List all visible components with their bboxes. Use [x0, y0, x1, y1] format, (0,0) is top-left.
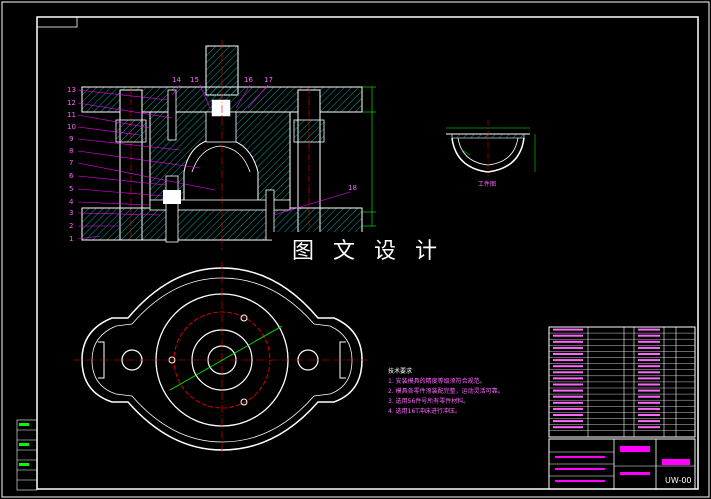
drawing-number: UW-00 — [665, 476, 692, 485]
parts-list-cell-mark — [638, 383, 660, 386]
title-block — [548, 438, 696, 490]
parts-list — [548, 326, 696, 438]
parts-list-cell-mark — [553, 377, 583, 380]
parts-list-cell-mark — [638, 414, 660, 416]
plan-view — [74, 262, 370, 456]
parts-list-cell-mark — [638, 353, 660, 355]
parts-list-cell-mark — [553, 389, 583, 392]
part-label: 2 — [69, 222, 73, 230]
part-label: 9 — [69, 135, 73, 143]
parts-list-cell-mark — [553, 414, 583, 416]
corner-tag — [36, 16, 78, 28]
part-label: 12 — [67, 99, 76, 107]
parts-list-cell-mark — [553, 407, 583, 410]
part-label: 4 — [69, 198, 74, 206]
parts-list-cell-mark — [638, 395, 660, 398]
parts-list-cell-mark — [553, 346, 583, 349]
parts-list-cell-mark — [553, 371, 583, 374]
part-label: 6 — [69, 172, 74, 180]
tech-item: 1. 安装模具的精度等级须符合规范。 — [388, 377, 486, 385]
parts-list-cell-mark — [638, 334, 660, 337]
workpiece-view — [446, 120, 536, 176]
part-label: 18 — [348, 184, 357, 192]
parts-list-cell-mark — [553, 328, 583, 331]
parts-list-cell-mark — [553, 334, 583, 337]
parts-list-cell-mark — [553, 395, 583, 398]
watermark: 图 文 设 计 — [292, 239, 443, 264]
parts-list-cell-mark — [638, 328, 660, 331]
parts-list-cell-mark — [638, 426, 660, 429]
parts-list-cell-mark — [638, 407, 660, 410]
leader-lines — [77, 84, 351, 240]
inner-frame — [36, 16, 699, 490]
section-view — [81, 40, 376, 250]
parts-list-cell-mark — [553, 401, 583, 404]
workpiece-caption: 工件图 — [478, 180, 496, 188]
tech-item: 3. 选用56件号所有零件材料。 — [388, 397, 469, 405]
part-label: 17 — [264, 76, 273, 84]
tech-requirements: 技术要求 1. 安装模具的精度等级须符合规范。 2. 模具各零件须装配完整，运动… — [388, 367, 504, 415]
parts-list-cell-mark — [638, 365, 660, 368]
parts-list-cell-mark — [553, 420, 583, 423]
part-label: 15 — [190, 76, 199, 84]
part-label: 3 — [69, 209, 73, 217]
part-labels-left: 13 12 11 10 9 8 7 6 5 4 3 2 1 — [67, 86, 76, 243]
watermark-backdrop — [272, 232, 442, 264]
parts-list-cell-mark — [638, 340, 660, 343]
parts-list-cell-mark — [638, 377, 660, 380]
part-label: 8 — [69, 147, 73, 155]
parts-list-cell-mark — [553, 340, 583, 343]
flange-outline — [81, 267, 363, 451]
part-label: 13 — [67, 86, 76, 94]
parts-list-cell-mark — [553, 359, 583, 362]
parts-list-cell-mark — [553, 426, 583, 429]
tech-item: 2. 模具各零件须装配完整，运动灵活可靠。 — [388, 387, 504, 395]
part-labels-top: 14 15 16 17 — [172, 76, 273, 84]
tech-title: 技术要求 — [388, 367, 412, 375]
part-label: 5 — [69, 185, 73, 193]
part-label: 7 — [69, 159, 73, 167]
parts-list-cell-mark — [553, 353, 583, 355]
part-label: 11 — [67, 111, 76, 119]
parts-list-cell-mark — [638, 371, 660, 374]
tech-item: 4. 选用16T冲床进行冲压。 — [388, 407, 461, 415]
parts-list-cell-mark — [553, 365, 583, 368]
part-label: 16 — [244, 76, 253, 84]
parts-list-cell-mark — [638, 389, 660, 392]
parts-list-cell-mark — [638, 359, 660, 362]
parts-list-cell-mark — [553, 383, 583, 386]
part-label: 1 — [69, 235, 73, 243]
part-label: 14 — [172, 76, 181, 84]
parts-list-cell-mark — [638, 401, 660, 404]
part-label: 10 — [67, 123, 76, 131]
parts-list-cell-mark — [638, 420, 660, 423]
parts-list-cell-mark — [638, 346, 660, 349]
side-legend-strip — [16, 419, 38, 491]
